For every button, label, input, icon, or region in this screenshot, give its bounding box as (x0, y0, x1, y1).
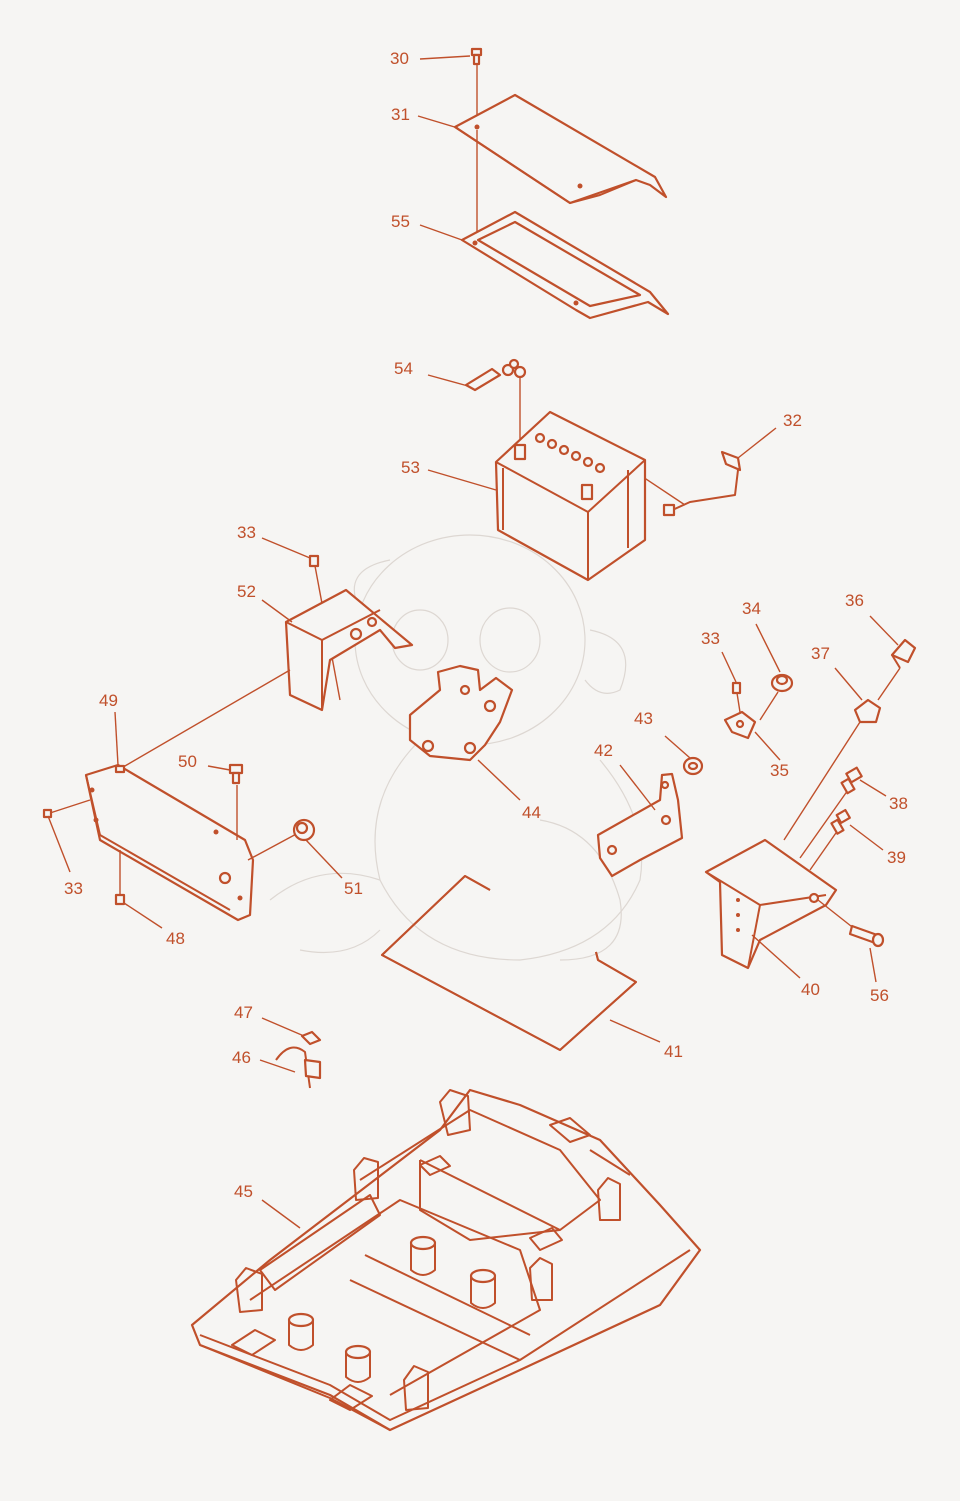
callout-34: 34 (742, 599, 761, 618)
callout-49: 49 (99, 691, 118, 710)
part-53-battery (494, 410, 647, 582)
part-46-spring-clip (275, 1046, 322, 1089)
part-31-cover (453, 93, 668, 205)
callout-35: 35 (770, 761, 789, 780)
part-44-bracket (408, 664, 514, 762)
callout-36: 36 (845, 591, 864, 610)
callout-47: 47 (234, 1003, 253, 1022)
leader-lines (47, 55, 899, 1229)
callout-43: 43 (634, 709, 653, 728)
callout-51: 51 (344, 879, 363, 898)
callout-45: 45 (234, 1182, 253, 1201)
part-49-plate (84, 763, 255, 922)
part-47-clip (300, 1030, 322, 1046)
part-37-coupling (853, 698, 882, 724)
part-42-bracket (596, 772, 684, 878)
callout-30: 30 (390, 49, 409, 68)
part-48-nut (114, 893, 126, 906)
part-38-screw (840, 766, 863, 795)
callout-56: 56 (870, 986, 889, 1005)
part-33-screw-c (42, 808, 53, 819)
callout-44: 44 (522, 803, 541, 822)
callout-48: 48 (166, 929, 185, 948)
part-50-screw (228, 763, 244, 785)
part-41-rod (381, 875, 637, 1051)
part-45-base-frame (190, 1088, 702, 1432)
callout-46: 46 (232, 1048, 251, 1067)
callout-41: 41 (664, 1042, 683, 1061)
callout-33-right: 33 (701, 629, 720, 648)
part-43-washer (682, 756, 704, 776)
callout-50: 50 (178, 752, 197, 771)
part-55-frame (460, 210, 670, 320)
part-35-plate (723, 710, 757, 740)
part-32-cable (662, 450, 742, 517)
callout-54: 54 (394, 359, 413, 378)
callout-31: 31 (391, 105, 410, 124)
part-36-cap (890, 638, 917, 669)
callout-55: 55 (391, 212, 410, 231)
callout-53: 53 (401, 458, 420, 477)
callout-32: 32 (783, 411, 802, 430)
callout-39: 39 (887, 848, 906, 867)
part-51-spacer (292, 818, 316, 842)
callout-37: 37 (811, 644, 830, 663)
part-30-screw (470, 47, 483, 66)
callout-labels: 30 31 55 54 32 53 33 52 44 34 36 33 37 4… (64, 49, 908, 1201)
callout-40: 40 (801, 980, 820, 999)
part-52-bracket (284, 588, 414, 712)
callout-52: 52 (237, 582, 256, 601)
part-39-screw (830, 808, 851, 835)
part-33-screw-a (308, 554, 320, 568)
callout-33-left: 33 (64, 879, 83, 898)
callout-38: 38 (889, 794, 908, 813)
part-56-bolt (848, 924, 885, 948)
part-40-bracket (704, 838, 838, 970)
part-54-clamp (464, 358, 527, 392)
part-33-screw-b (731, 681, 742, 695)
callout-33-top: 33 (237, 523, 256, 542)
part-34-grommet (770, 673, 794, 693)
callout-42: 42 (594, 741, 613, 760)
